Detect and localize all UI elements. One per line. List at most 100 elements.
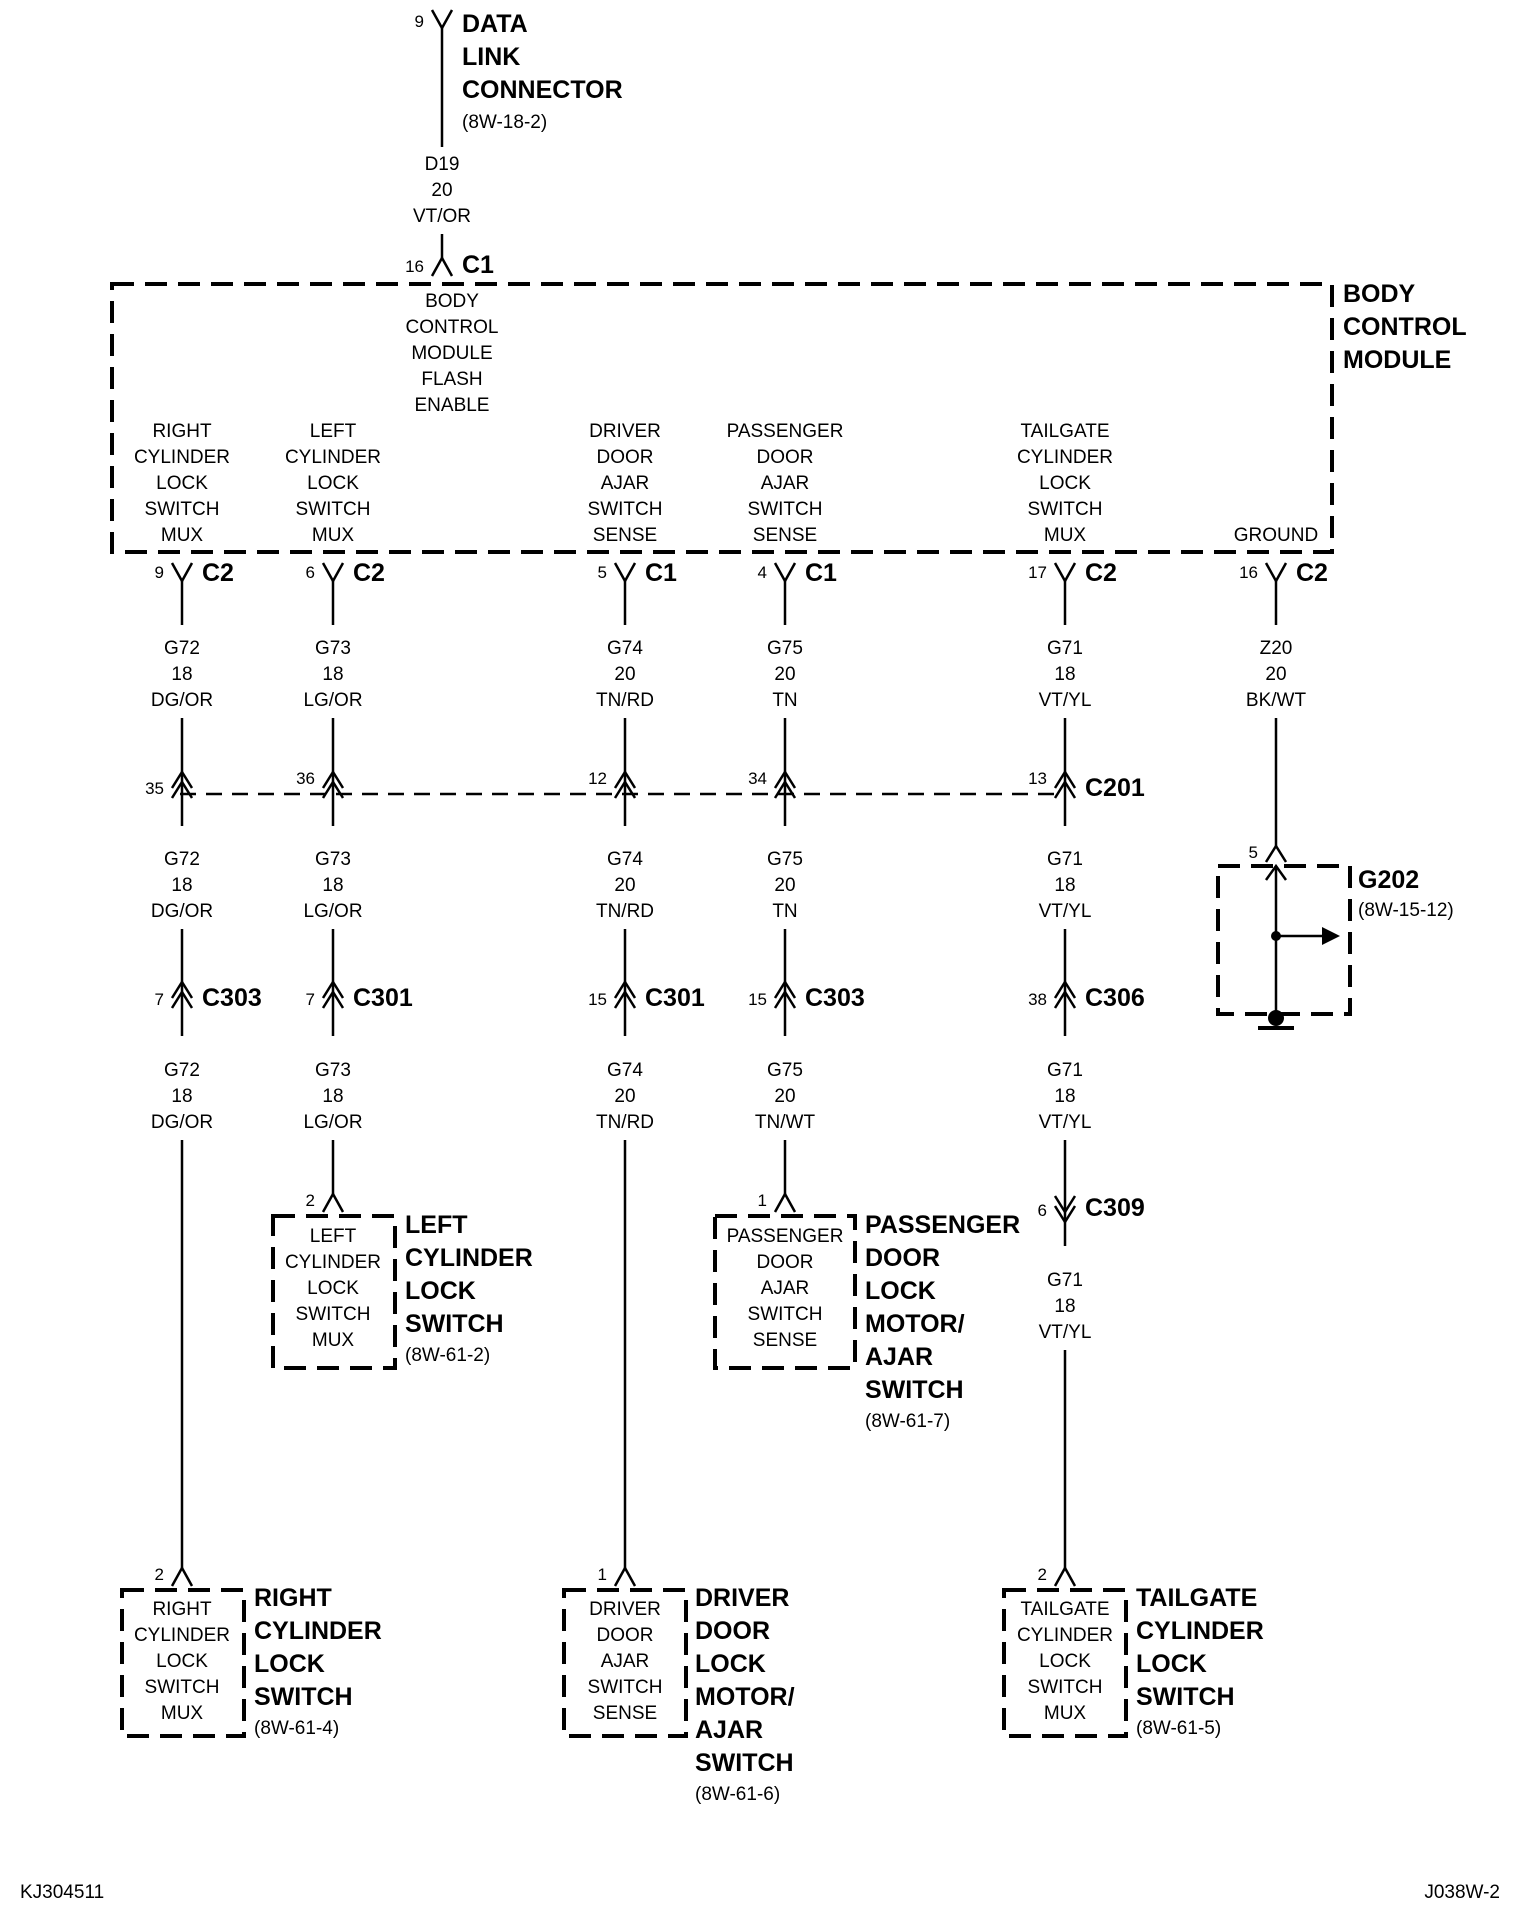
inline-conn: C301 <box>353 984 413 1012</box>
device-ref: (8W-61-4) <box>254 1718 339 1739</box>
wire-id: G72 <box>164 638 200 659</box>
bcm-flash-pin: 16 <box>405 257 424 276</box>
inline-conn: C303 <box>805 984 865 1012</box>
circuit-right-cylinder: RIGHT CYLINDER LOCK SWITCH MUX 9 C2 G72 … <box>120 421 382 1739</box>
inline-pin: 7 <box>306 990 315 1009</box>
flash-label-line-1: BODY <box>425 291 479 312</box>
c201-connector-symbol <box>613 769 637 799</box>
wire-id: G74 <box>607 1060 643 1081</box>
c201-pin: 34 <box>748 769 767 788</box>
wire-gauge: 20 <box>614 1086 635 1107</box>
bcm-conn: C1 <box>805 559 837 587</box>
bcm-label-line: RIGHT <box>152 421 212 442</box>
bcm-label-line: SWITCH <box>588 499 663 520</box>
inline-conn: C306 <box>1085 984 1145 1012</box>
inline-connector-symbol <box>773 979 797 1009</box>
device-outline <box>1002 1588 1128 1738</box>
device-label-line: SWITCH <box>588 1677 663 1698</box>
device-label-line: CYLINDER <box>134 1625 230 1646</box>
device-label-line: MUX <box>161 1703 204 1724</box>
wire-id: G72 <box>164 1060 200 1081</box>
ground-wire-id: Z20 <box>1260 638 1293 659</box>
c201-conn: C201 <box>1085 774 1145 802</box>
device-label-line: AJAR <box>761 1278 810 1299</box>
wire-id: G74 <box>607 849 643 870</box>
device-label-line: CYLINDER <box>1017 1625 1113 1646</box>
wire-color: TN/WT <box>755 1112 816 1133</box>
dlc-wire-gauge: 20 <box>431 180 452 201</box>
bcm-outline <box>110 282 1334 554</box>
dlc-title-line-3: CONNECTOR <box>462 76 623 104</box>
bcm-label-line: MUX <box>312 525 355 546</box>
device-connector-symbol <box>170 1565 194 1587</box>
wire-color: TN/RD <box>596 1112 654 1133</box>
wire-id: G73 <box>315 1060 351 1081</box>
bcm-label-line: CYLINDER <box>134 447 230 468</box>
flash-label-line-5: ENABLE <box>415 395 490 416</box>
c201-pin: 12 <box>588 769 607 788</box>
bcm-label-line: DOOR <box>597 447 654 468</box>
device-label-line: TAILGATE <box>1020 1599 1109 1620</box>
device-label-line: CYLINDER <box>285 1252 381 1273</box>
device-title-line: DOOR <box>695 1617 770 1645</box>
bcm-label-line: AJAR <box>761 473 810 494</box>
device-title-line: AJAR <box>695 1716 763 1744</box>
wire-color: TN/RD <box>596 901 654 922</box>
wire-gauge: 18 <box>171 1086 192 1107</box>
c201-connector-symbol <box>1053 769 1077 799</box>
wire-gauge: 18 <box>1054 1086 1075 1107</box>
bcm-label-line: SENSE <box>753 525 817 546</box>
device-title-line: LOCK <box>405 1277 476 1305</box>
wire-id: G71 <box>1047 849 1083 870</box>
ground-bcm-pin: 16 <box>1239 563 1258 582</box>
bcm-conn: C2 <box>1085 559 1117 587</box>
wire-id: G74 <box>607 638 643 659</box>
c201-pin: 13 <box>1028 769 1047 788</box>
device-title-line: SWITCH <box>865 1376 964 1404</box>
ground-bcm-label: GROUND <box>1234 525 1318 546</box>
bcm-pin: 6 <box>306 563 315 582</box>
device-title-line: DRIVER <box>695 1584 789 1612</box>
footer-right-code: J038W-2 <box>1424 1882 1500 1903</box>
device-title-line: MOTOR/ <box>695 1683 795 1711</box>
device-ref: (8W-61-2) <box>405 1345 490 1366</box>
device-connector-symbol <box>1053 1565 1077 1587</box>
device-title-line: LOCK <box>1136 1650 1207 1678</box>
device-label-line: DOOR <box>757 1252 814 1273</box>
c201-connector-symbol <box>773 769 797 799</box>
circuit-tailgate-cylinder: TAILGATE CYLINDER LOCK SWITCH MUX 17 C2 … <box>1002 421 1264 1739</box>
device-label-line: LOCK <box>307 1278 359 1299</box>
dlc-pin: 9 <box>415 12 424 31</box>
inline-connector-symbol <box>321 979 345 1009</box>
wire-gauge: 20 <box>614 664 635 685</box>
inline2-conn: C309 <box>1085 1194 1145 1222</box>
ground-terminal-dot <box>1268 1010 1284 1026</box>
bcm-label-line: LEFT <box>310 421 357 442</box>
dlc-connector-symbol <box>430 9 454 31</box>
circuit-ground: GROUND 16 C2 Z20 20 BK/WT 5 G202 (8W-15-… <box>1216 525 1454 1030</box>
c201-connector-symbol <box>321 769 345 799</box>
device-label-line: DRIVER <box>589 1599 661 1620</box>
device-pin: 1 <box>758 1191 767 1210</box>
device-outline <box>120 1588 246 1738</box>
bcm-flash-conn: C1 <box>462 251 494 279</box>
device-title-line: LOCK <box>865 1277 936 1305</box>
wire-gauge: 18 <box>1054 875 1075 896</box>
wire-id: G75 <box>767 849 803 870</box>
device-outline <box>562 1588 688 1738</box>
device-label-line: SWITCH <box>1028 1677 1103 1698</box>
dlc-ref: (8W-18-2) <box>462 112 547 133</box>
device-title-line: MOTOR/ <box>865 1310 965 1338</box>
device-connector-symbol <box>773 1191 797 1213</box>
data-link-connector: 9 DATA LINK CONNECTOR (8W-18-2) D19 20 V… <box>405 9 623 279</box>
device-title-line: LOCK <box>254 1650 325 1678</box>
device-title-line: LOCK <box>695 1650 766 1678</box>
bcm-label-line: PASSENGER <box>727 421 844 442</box>
g202-connector-symbol <box>1264 843 1288 863</box>
device-label-line: MUX <box>1044 1703 1087 1724</box>
g202-outline <box>1216 864 1352 1016</box>
c201-pin: 35 <box>145 779 164 798</box>
wire-id: G71 <box>1047 1060 1083 1081</box>
device-title-line: RIGHT <box>254 1584 332 1612</box>
